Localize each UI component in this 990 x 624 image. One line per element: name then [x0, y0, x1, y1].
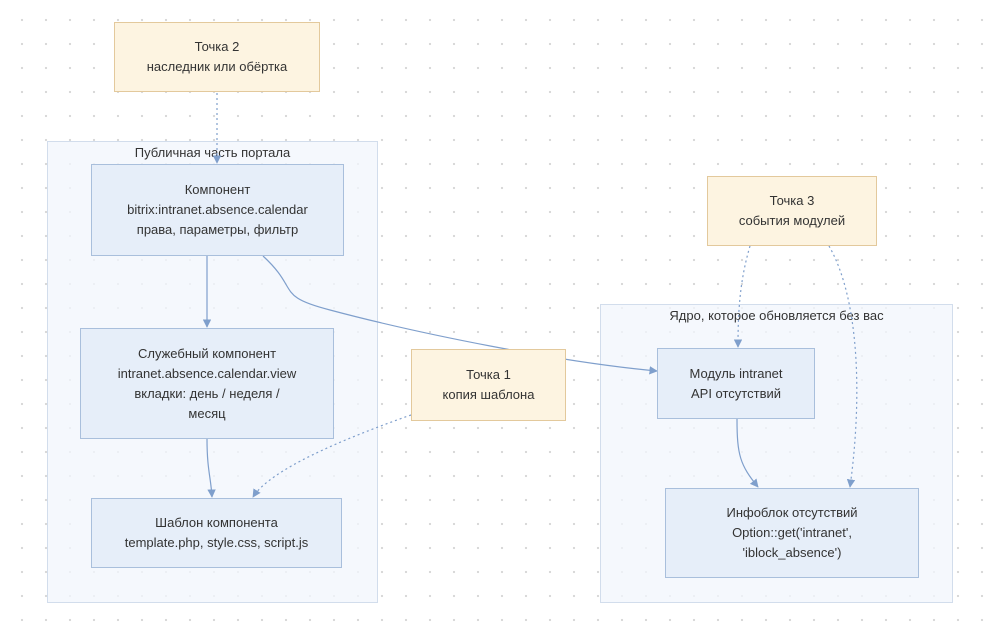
node-component: Компонент bitrix:intranet.absence.calend… — [91, 164, 344, 256]
node-component-id: bitrix:intranet.absence.calendar — [127, 202, 308, 217]
group-core-label: Ядро, которое обновляется без вас — [669, 308, 884, 323]
node-module-title: Модуль intranet — [689, 365, 783, 381]
node-module-text: API отсутствий — [690, 385, 781, 401]
node-module-intranet: Модуль intranet API отсутствий — [657, 348, 815, 419]
node-iblock-absence: Инфоблок отсутствий Option::get('intrane… — [665, 488, 919, 578]
node-point-1-title: Точка 1 — [466, 367, 511, 382]
node-template-files: template.php, style.css, script.js — [124, 535, 309, 550]
node-iblock-option: Option::get('intranet', — [732, 525, 852, 540]
node-iblock-title: Инфоблок отсутствий — [726, 505, 858, 520]
node-service-tabs: вкладки: день / неделя / — [134, 385, 280, 401]
node-service-id: intranet.absence.calendar.view — [117, 365, 297, 381]
node-point-2: Точка 2 наследник или обёртка — [114, 22, 320, 92]
node-service-tabs-cont: месяц — [188, 405, 226, 421]
node-point-3-title: Точка 3 — [769, 193, 815, 208]
node-point-2-text: наследник или обёртка — [146, 59, 288, 74]
node-iblock-option-cont: 'iblock_absence') — [742, 545, 842, 560]
node-component-title: Компонент — [184, 182, 251, 197]
node-service-title: Служебный компонент — [137, 345, 277, 361]
node-service-component: Служебный компонент intranet.absence.cal… — [80, 328, 334, 439]
node-template: Шаблон компонента template.php, style.cs… — [91, 498, 342, 568]
node-component-text: права, параметры, фильтр — [136, 222, 299, 237]
node-point-2-title: Точка 2 — [194, 39, 240, 54]
node-point-1: Точка 1 копия шаблона — [411, 349, 566, 421]
node-point-3: Точка 3 события модулей — [707, 176, 877, 246]
node-point-1-text: копия шаблона — [442, 387, 535, 402]
group-public-portal-label: Публичная часть портала — [134, 145, 291, 160]
node-point-3-text: события модулей — [738, 213, 846, 228]
node-template-title: Шаблон компонента — [155, 515, 278, 530]
